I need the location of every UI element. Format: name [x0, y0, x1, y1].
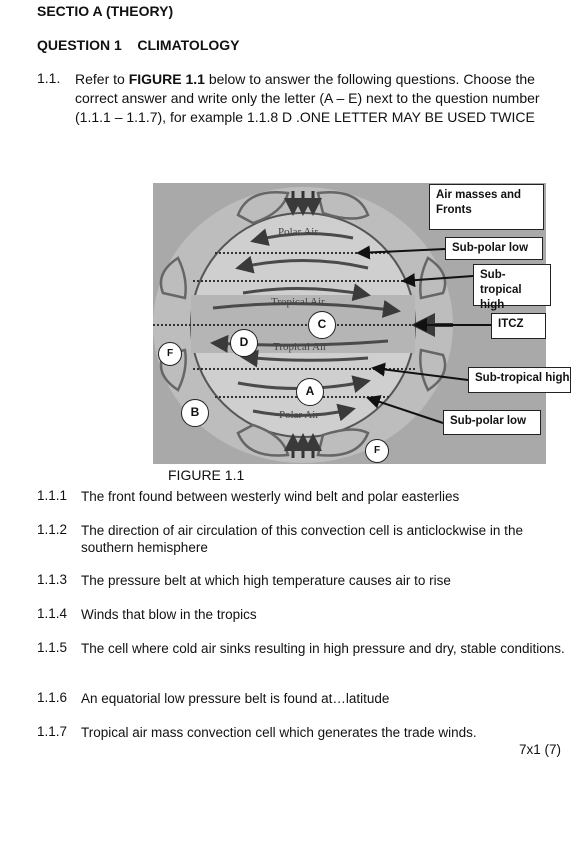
- question-number: 1.1.2: [37, 522, 68, 537]
- sub-tropical-high-top-label: Sub-tropical high: [473, 264, 551, 311]
- question-text: The cell where cold air sinks resulting …: [81, 641, 565, 656]
- figure-1-1: Polar Air Tropical Air Tropical Air Pola…: [153, 183, 571, 464]
- figure-reference: FIGURE 1.1: [128, 71, 205, 87]
- sub-tropical-high-bottom-label: Sub-tropical high: [468, 367, 571, 393]
- question-number: 1.1.3: [37, 572, 68, 587]
- instruction-prefix: Refer to: [75, 71, 129, 87]
- polar-air-top-label: Polar Air: [278, 226, 318, 238]
- question-text: The direction of air circulation of this…: [81, 523, 523, 555]
- question-text: Tropical air mass convection cell which …: [81, 725, 477, 740]
- air-masses-diagram: Polar Air Tropical Air Tropical Air Pola…: [153, 183, 546, 464]
- tropical-air-bottom-label: Tropical Air: [273, 341, 327, 353]
- section-heading: SECTIO A (THEORY): [37, 3, 174, 19]
- figure-title-box: Air masses and Fronts: [429, 184, 544, 230]
- figure-caption: FIGURE 1.1: [168, 467, 245, 483]
- letter-f-left: F: [158, 342, 182, 366]
- letter-a: A: [296, 378, 324, 406]
- marks-allocation: 7x1 (7): [518, 742, 561, 757]
- question-number: 1.1.4: [37, 606, 68, 621]
- polar-air-bottom-label: Polar Air: [279, 409, 319, 421]
- tropical-air-top-label: Tropical Air: [271, 296, 325, 308]
- question-text: The pressure belt at which high temperat…: [81, 573, 451, 588]
- letter-d: D: [230, 329, 258, 357]
- question-number: 1.1.5: [37, 640, 68, 655]
- letter-f-bottom: F: [365, 439, 389, 463]
- instruction-text: below to answer the following questions.…: [75, 71, 540, 125]
- question-number: 1.1.1: [37, 488, 68, 503]
- question-number: 1.1.6: [37, 690, 68, 705]
- question-text: Winds that blow in the tropics: [81, 607, 257, 622]
- letter-c: C: [308, 311, 336, 339]
- sub-polar-low-top-label: Sub-polar low: [445, 237, 543, 260]
- question-text: An equatorial low pressure belt is found…: [81, 691, 390, 706]
- itcz-label: ITCZ: [491, 313, 546, 339]
- letter-b: B: [181, 399, 209, 427]
- question-heading: QUESTION 1 CLIMATOLOGY: [37, 37, 240, 53]
- sub-polar-low-bottom-label: Sub-polar low: [443, 410, 541, 435]
- instruction-paragraph: Refer to FIGURE 1.1 below to answer the …: [75, 70, 565, 127]
- question-number: 1.1.7: [37, 724, 68, 739]
- question-text: The front found between westerly wind be…: [81, 489, 460, 504]
- instruction-number: 1.1.: [37, 70, 61, 86]
